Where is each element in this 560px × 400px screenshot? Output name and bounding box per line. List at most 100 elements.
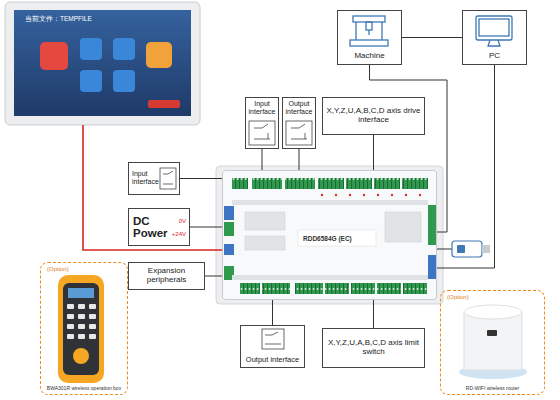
- remote-button: [67, 304, 74, 309]
- remote-button: [78, 314, 85, 319]
- wire-connector: [262, 149, 263, 170]
- wire-connector: [299, 149, 300, 170]
- node-label: X,Y,Z,U,A,B,C,D axis drive interface: [326, 107, 421, 125]
- interface-box: Input interface: [245, 97, 279, 149]
- symbol-frame: [262, 329, 284, 349]
- interface-box: Input interface: [128, 162, 180, 195]
- terminal-block: [232, 178, 248, 189]
- controller-board: RDD6584G (EC): [222, 170, 437, 300]
- board-frame: [216, 166, 443, 304]
- machine-column: [381, 22, 382, 40]
- machine-icon: [350, 16, 388, 46]
- remote-button: [89, 314, 96, 319]
- wire-connector: [190, 227, 222, 228]
- usb-wire: [437, 249, 452, 250]
- terminal-block: [252, 178, 282, 189]
- side-connector: [224, 206, 234, 220]
- terminal-block: [346, 178, 372, 189]
- led: [405, 194, 407, 196]
- silkscreen-strip: [232, 200, 428, 205]
- remote-display: [68, 288, 94, 298]
- power-box: DC Power0V+24V: [128, 208, 190, 246]
- node-label: Input interface: [132, 170, 164, 185]
- machine-beam: [353, 16, 385, 22]
- interface-box: X,Y,Z,U,A,B,C,D axis drive interface: [322, 97, 425, 135]
- wire-connector: [180, 178, 222, 179]
- screen-panel: [14, 10, 191, 116]
- silkscreen-strip: [232, 275, 428, 280]
- usb-body: [452, 241, 482, 257]
- switch-symbol: [163, 171, 173, 184]
- pc-icon: [476, 16, 512, 46]
- remote-button: [89, 334, 96, 339]
- wireless-remote: [58, 275, 104, 383]
- chip-block: [385, 212, 421, 242]
- wire-connector: [373, 300, 374, 328]
- led: [391, 194, 393, 196]
- led-row: [321, 194, 421, 196]
- terminal-block: [325, 283, 349, 294]
- node-label: Output interface: [283, 100, 315, 115]
- board-face: [222, 170, 437, 300]
- node-label: Expansion peripherals: [132, 267, 201, 285]
- usb-plug: [482, 245, 490, 253]
- node-label: RDD6584G (EC): [303, 235, 352, 242]
- terminal-block: [240, 283, 260, 294]
- node-label: (Option): [447, 294, 469, 301]
- remote-button: [89, 324, 96, 329]
- node-label: PC: [489, 52, 500, 61]
- screen-icon: [113, 38, 135, 60]
- chip-block: [245, 212, 285, 230]
- terminal-block: [377, 283, 401, 294]
- screen-icon: [146, 42, 172, 68]
- machine-tool: [368, 30, 369, 35]
- led: [335, 194, 337, 196]
- remote-wheel: [73, 348, 89, 364]
- remote-button: [78, 334, 85, 339]
- controller-board: [216, 166, 443, 304]
- terminal-block: [403, 283, 427, 294]
- side-connector: [428, 205, 436, 245]
- router-led: [487, 330, 497, 336]
- side-connector: [224, 244, 234, 255]
- node-label: RD-WIFI wireless router: [443, 386, 542, 392]
- terminal-block: [374, 178, 400, 189]
- led: [321, 194, 323, 196]
- remote-buttons: [67, 304, 96, 339]
- pc-stand: [488, 40, 500, 46]
- switch-symbol: [254, 124, 270, 139]
- node-label: BWA301R wireless operation box: [43, 386, 125, 392]
- machine-base: [350, 40, 388, 46]
- wifi-router: [459, 305, 527, 379]
- touch-screen: 当前文件：TEMPFILE: [5, 2, 200, 125]
- wire-connector: [205, 276, 222, 277]
- led: [363, 194, 365, 196]
- switch-symbol: [265, 332, 281, 344]
- terminal-block: [402, 178, 428, 189]
- router-top: [464, 305, 522, 319]
- usb-disk: [437, 241, 490, 257]
- remote-button: [67, 314, 74, 319]
- model-plate: [298, 230, 376, 246]
- led: [419, 194, 421, 196]
- node-label: Machine: [354, 52, 384, 61]
- node-label: Output interface: [246, 356, 299, 364]
- symbol-frame: [286, 121, 312, 145]
- remote-shell: [58, 275, 104, 383]
- wire-connector: [437, 65, 495, 268]
- remote-button: [67, 334, 74, 339]
- machine-spindle: [366, 22, 372, 30]
- remote-button: [78, 304, 85, 309]
- router-body: [464, 312, 522, 370]
- screen-icon: [80, 38, 102, 60]
- remote-button: [78, 324, 85, 329]
- led: [377, 194, 379, 196]
- led: [349, 194, 351, 196]
- node-label: X,Y,Z,U,A,B,C,D axis limit switch: [326, 339, 421, 357]
- pc-display: [479, 19, 509, 36]
- symbol-frame: [160, 168, 176, 189]
- terminal-block: [262, 283, 290, 294]
